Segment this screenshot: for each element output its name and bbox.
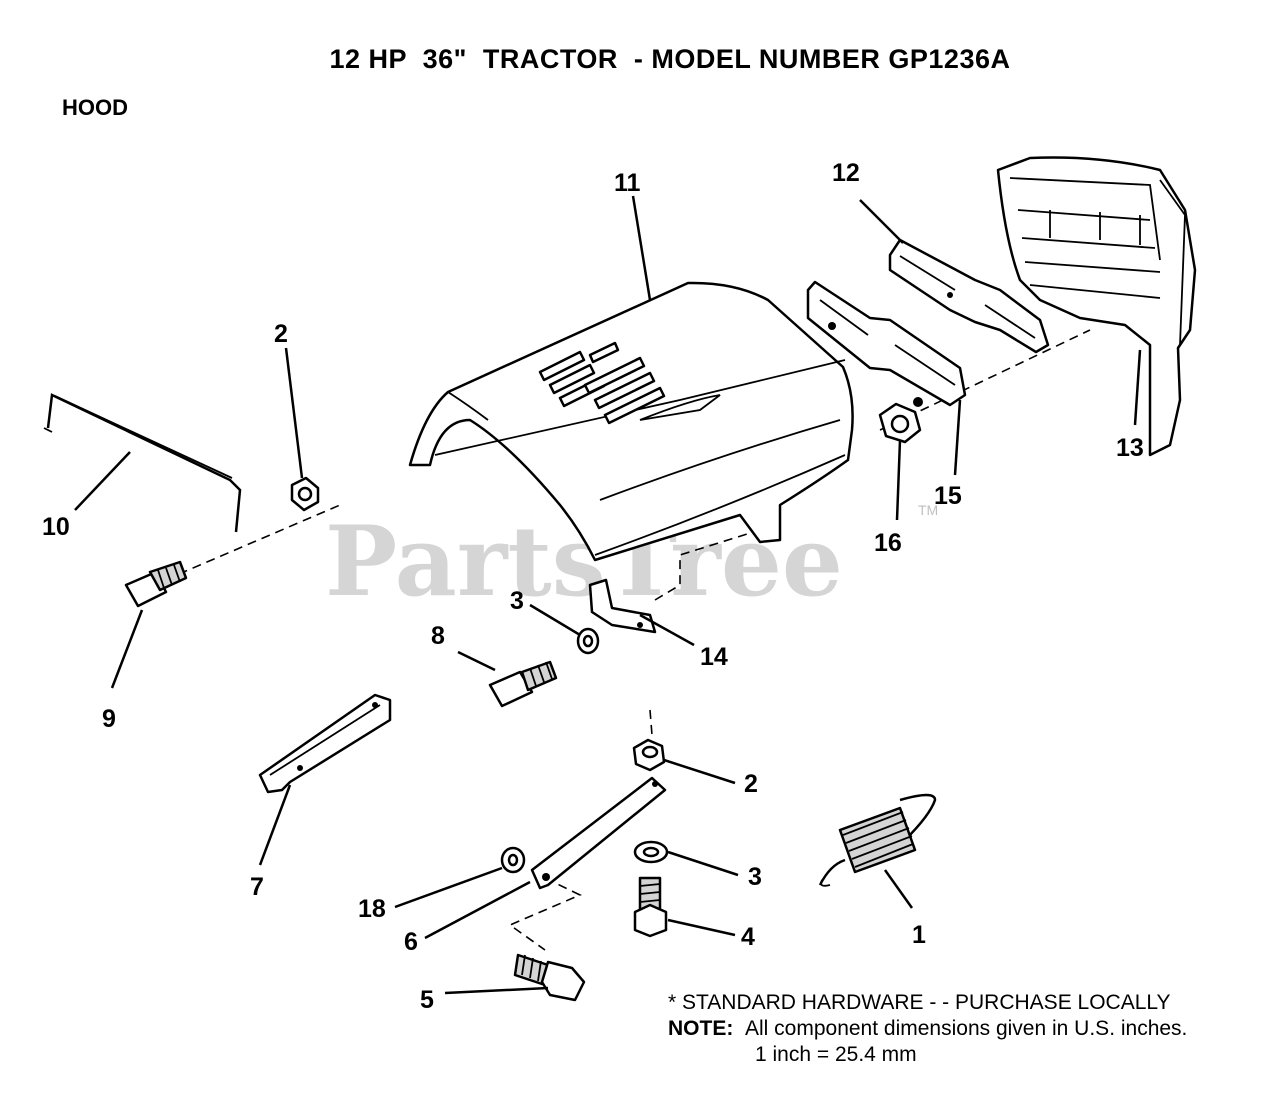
hood-part-11 [408, 281, 854, 562]
page-title: 12 HP 36" TRACTOR - MODEL NUMBER GP1236A [329, 44, 1011, 74]
nut-part-2-lower [632, 738, 666, 772]
bolt-part-4 [633, 876, 668, 938]
callout-13: 13 [1116, 434, 1144, 462]
note-label: NOTE: [668, 1017, 734, 1040]
note-text: All component dimensions given in U.S. i… [745, 1017, 1188, 1040]
leader-lines [74, 195, 1142, 995]
callout-11: 11 [614, 169, 641, 197]
callout-18: 18 [358, 895, 386, 923]
bolt-part-5 [513, 953, 586, 1002]
callout-16: 16 [874, 529, 902, 557]
callout-4: 4 [741, 923, 755, 951]
washer-part-3-upper [576, 627, 600, 655]
bolt-part-9 [124, 560, 188, 608]
callout-2-upper: 2 [274, 320, 288, 348]
grille-bracket-part-15 [806, 280, 967, 407]
conversion-note: 1 inch = 25.4 mm [755, 1043, 917, 1066]
callout-7: 7 [250, 873, 264, 901]
hinge-bracket-part-14 [588, 578, 657, 634]
callout-3-lower: 3 [748, 863, 762, 891]
section-label: HOOD [62, 95, 128, 120]
callout-10: 10 [42, 513, 70, 541]
footnote: * STANDARD HARDWARE - - PURCHASE LOCALLY… [668, 990, 1187, 1068]
spring-part-1 [818, 793, 937, 887]
watermark-tm: TM [918, 502, 938, 518]
link-bar-part-6 [530, 776, 667, 890]
grille-bracket-part-12 [888, 238, 1050, 354]
flange-nut-part-16 [878, 402, 922, 444]
callout-12: 12 [832, 159, 860, 187]
callout-8: 8 [431, 622, 445, 650]
callout-14: 14 [700, 643, 728, 671]
washer-part-3-lower [633, 840, 669, 864]
support-bracket-part-7 [258, 693, 392, 794]
grille-part-13 [996, 156, 1197, 457]
callout-6: 6 [404, 928, 418, 956]
callout-3-upper: 3 [510, 587, 524, 615]
standard-hardware-note: * STANDARD HARDWARE - - PURCHASE LOCALLY [668, 991, 1171, 1014]
callout-5: 5 [420, 986, 434, 1014]
callout-15: 15 [934, 482, 962, 510]
washer-part-18 [500, 846, 526, 874]
callout-1: 1 [912, 921, 926, 949]
hood-rod-part-10 [43, 393, 242, 533]
nut-part-2-upper [290, 476, 320, 512]
callout-9: 9 [102, 705, 116, 733]
bolt-part-8 [488, 660, 558, 708]
dimension-note: NOTE: All component dimensions given in … [668, 1016, 1187, 1042]
callout-2-lower: 2 [744, 770, 758, 798]
